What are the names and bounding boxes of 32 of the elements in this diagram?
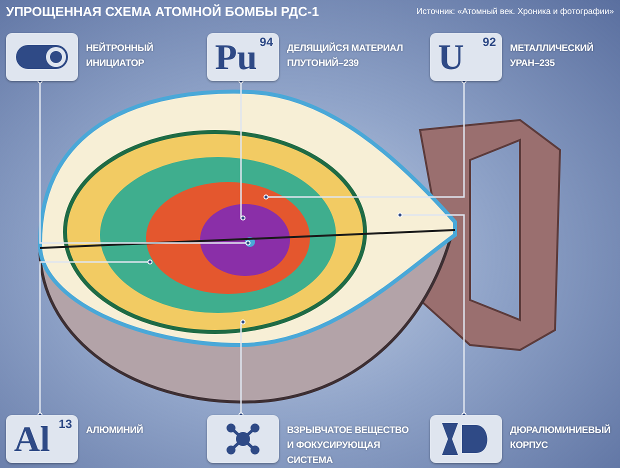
explosive-layer: [63, 130, 367, 334]
part-caption: АЛЮМИНИЙ: [86, 423, 144, 438]
leader-line: [38, 260, 152, 418]
pusher-layer: [100, 157, 336, 313]
leader-line: [238, 78, 246, 220]
icon-tile: [430, 415, 502, 463]
element-symbol: U: [438, 37, 464, 77]
part-caption: НЕЙТРОННЫЙ ИНИЦИАТОР: [86, 41, 154, 71]
leader-line: [38, 78, 250, 246]
initiator-sphere: [245, 237, 255, 247]
part-caption: ДЮРАЛЮМИНИЕВЫЙ КОРПУС: [510, 423, 612, 453]
core-sphere: [200, 204, 290, 276]
element-symbol: Pu: [215, 37, 258, 77]
atomic-number: 13: [58, 417, 72, 431]
element-symbol: Al: [14, 419, 50, 459]
leader-line: [238, 320, 246, 418]
element-tile: [430, 33, 502, 81]
icon-tile: [207, 415, 279, 463]
part-caption: ДЕЛЯЩИЙСЯ МАТЕРИАЛ ПЛУТОНИЙ–239: [287, 41, 404, 71]
tamper-layer: [146, 182, 310, 294]
outer-shell: [38, 90, 457, 347]
element-tile: [6, 415, 78, 463]
part-caption: ВЗРЫВЧАТОЕ ВЕЩЕСТВО И ФОКУСИРУЮЩАЯ СИСТЕМА: [287, 424, 410, 468]
element-tile: [207, 33, 279, 81]
atomic-number: 94: [260, 35, 273, 49]
leader-line: [398, 212, 466, 418]
leader-line: [264, 78, 466, 200]
part-caption: МЕТАЛЛИЧЕСКИЙ УРАН–235: [510, 41, 594, 71]
atomic-number: 92: [482, 35, 496, 49]
icon-tile: [6, 33, 78, 81]
source-note: Источник: «Атомный век. Хроника и фотографии»: [416, 6, 614, 16]
title: УПРОЩЕННАЯ СХЕМА АТОМНОЙ БОМБЫ РДС-1: [6, 4, 319, 19]
